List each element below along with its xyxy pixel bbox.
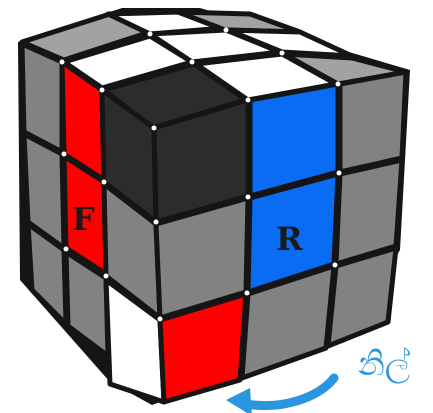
right-face-label: R [276, 220, 303, 258]
front-face-label: F [72, 200, 95, 238]
corner-highlight [59, 59, 65, 65]
corner-highlight [101, 179, 107, 185]
corner-highlight [63, 246, 69, 252]
curved-arrow-left-icon [226, 373, 339, 413]
corner-highlight [332, 262, 338, 268]
corner-highlights [59, 27, 342, 322]
corner-highlight [153, 219, 159, 225]
corner-highlight [245, 194, 251, 200]
front-face [19, 41, 167, 405]
right-sticker [157, 291, 249, 405]
corner-highlight [336, 170, 342, 176]
arrow-caption: නිල් [358, 344, 410, 383]
corner-highlight [189, 59, 195, 65]
corner-highlight [223, 27, 229, 33]
corner-highlight [335, 81, 341, 87]
corner-highlight [244, 290, 250, 296]
corner-highlight [157, 316, 163, 322]
right-face [151, 69, 409, 405]
corner-highlight [151, 125, 157, 131]
corner-highlight [279, 50, 285, 56]
right-sticker [239, 263, 337, 381]
corner-highlight [103, 273, 109, 279]
corner-highlight [245, 97, 251, 103]
corner-highlight [61, 151, 67, 157]
right-sticker [337, 69, 409, 175]
corner-highlight [147, 31, 153, 37]
corner-highlight [99, 87, 105, 93]
right-sticker [325, 245, 399, 349]
